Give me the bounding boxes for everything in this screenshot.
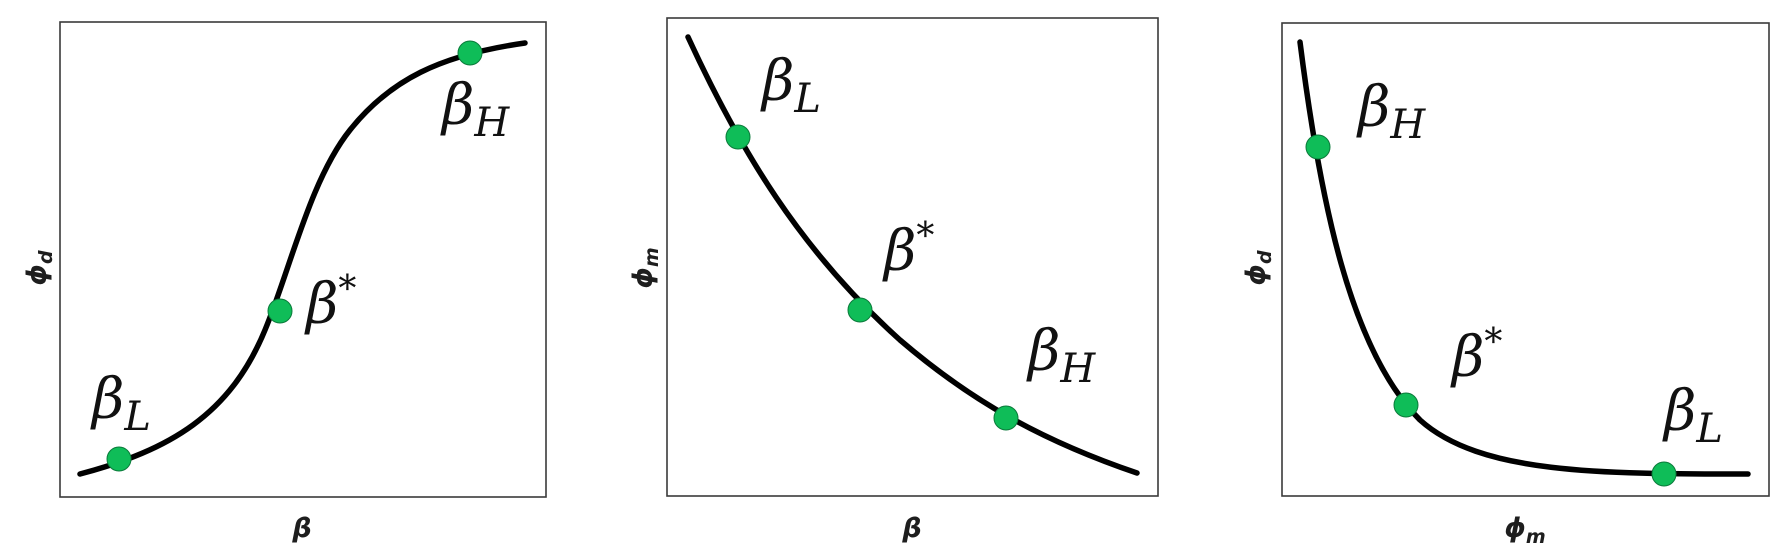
panel-2-point-1-label: βL: [760, 49, 821, 122]
panel-2-point-1: [725, 124, 751, 150]
panel-3: βH β* βL ϕm ϕd: [1241, 22, 1770, 548]
panel-3-point-1-label: βH: [1356, 75, 1426, 148]
panel-1-point-3-label: βH: [440, 73, 510, 146]
panel-1-point-2: [267, 298, 293, 324]
panel-3-point-3-label: βL: [1662, 379, 1723, 452]
panel-2-point-3-label: βH: [1026, 319, 1096, 392]
panel-1: βL β* βH β ϕd: [22, 21, 547, 544]
panel-3-point-3: [1651, 461, 1677, 487]
panel-1-point-3: [457, 40, 483, 66]
panel-2-x-label: β: [901, 513, 921, 544]
panel-2-frame: [666, 17, 1159, 497]
panel-3-point-2-label: β*: [1450, 322, 1502, 390]
panel-1-frame: [59, 21, 547, 498]
panel-1-x-label: β: [291, 513, 311, 544]
panel-2-point-2-label: β*: [882, 216, 934, 284]
panel-1-point-1-label: βL: [90, 367, 151, 440]
panel-1-curve: [77, 40, 528, 477]
panel-2-point-2: [847, 297, 873, 323]
panel-2-y-label: ϕm: [628, 247, 663, 288]
panel-3-point-1: [1305, 134, 1331, 160]
panel-3-frame: [1281, 22, 1770, 497]
panel-3-curve: [1297, 39, 1751, 477]
panel-2-point-3: [993, 405, 1019, 431]
panel-1-y-label: ϕd: [22, 250, 57, 286]
panel-3-point-2: [1393, 392, 1419, 418]
panel-3-y-label: ϕd: [1241, 250, 1276, 286]
panel-3-x-label: ϕm: [1504, 513, 1545, 548]
panel-1-point-2-label: β*: [304, 269, 356, 337]
panel-2: βL β* βH β ϕm: [628, 17, 1159, 544]
panel-1-point-1: [106, 446, 132, 472]
